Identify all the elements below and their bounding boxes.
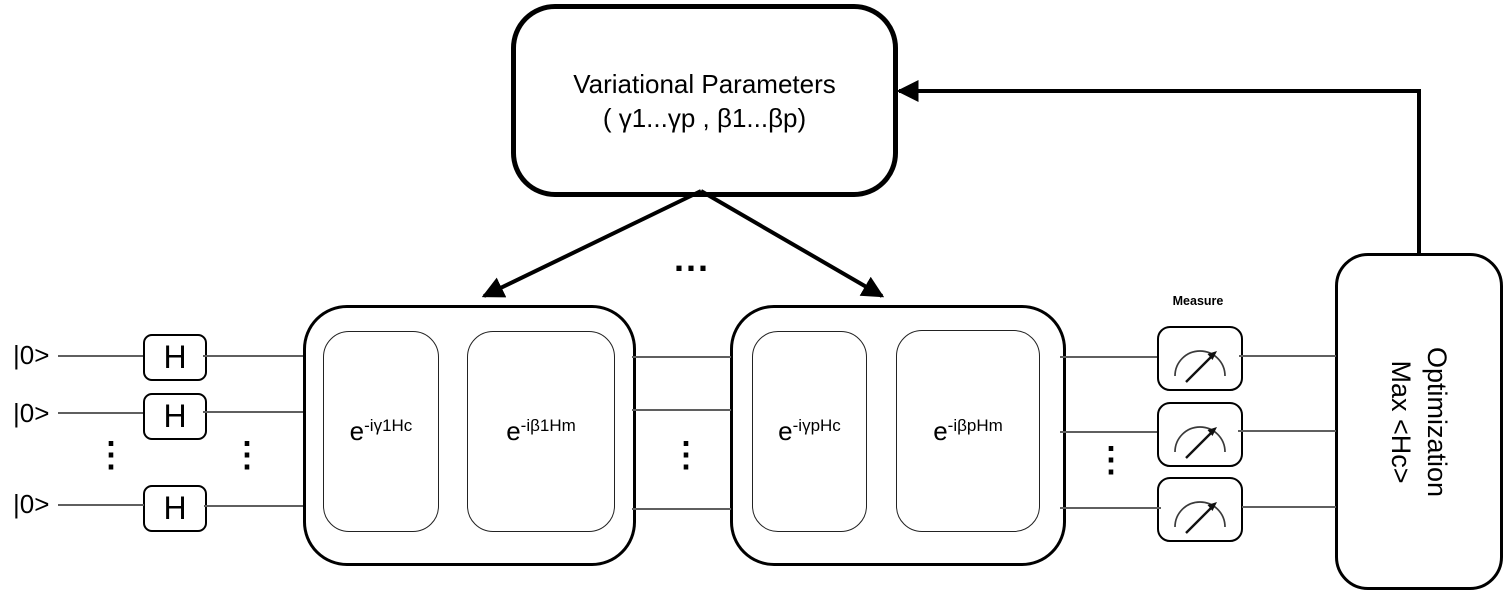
variational-parameters-box: Variational Parameters ( γ1...γp , β1...… [511,4,898,197]
feedback-arrow [896,80,1421,254]
gate-exponent: -iγpHc [792,416,841,435]
gate-exponent: -iβ1Hm [520,416,576,435]
hadamard-label: H [163,339,187,375]
mixer-unitary-label: e-iβpHm [933,416,1003,447]
hadamard-label: H [163,490,187,526]
mixer-unitary-label: e-iβ1Hm [506,416,576,447]
variational-parameters-title: Variational Parameters [573,68,836,99]
param-arrow-right [699,189,885,298]
ellipsis-vertical-icon: ⋮ [94,436,128,474]
gauge-icon [1173,500,1226,534]
qubit-label: |0> [13,489,50,519]
qubit-wires [58,355,1336,510]
variational-parameters-values: ( γ1...γp , β1...βp) [602,102,807,133]
cost-unitary-label: e-iγpHc [778,416,841,447]
gate-exponent: -iβpHm [947,415,1003,435]
gauge-icon [1173,349,1226,383]
gate-base: e [506,416,521,446]
measure-gate [1157,326,1243,391]
gate-base: e [778,416,793,446]
optimization-box: Optimization Max <Hc> [1335,253,1503,590]
mixer-unitary-gate-p: e-iβpHm [896,330,1040,532]
gate-base: e [349,416,365,446]
hadamard-label: H [163,398,187,434]
cost-unitary-label: e-iγ1Hc [350,416,413,447]
mixer-unitary-gate-1: e-iβ1Hm [467,331,615,532]
measure-label: Measure [1172,294,1224,308]
measure-gate [1157,402,1243,467]
qubit-label: |0> [13,398,50,428]
hadamard-gate: H [143,485,207,532]
gauge-icon [1173,425,1226,459]
hadamard-gate: H [143,393,207,440]
measure-gate [1157,477,1243,542]
optimization-label: Optimization Max <Hc> [1383,346,1455,496]
gate-exponent: -iγ1Hc [364,416,413,435]
cost-unitary-gate-p: e-iγpHc [752,331,867,532]
gate-base: e [933,415,948,446]
optimization-line1: Optimization [1422,346,1452,497]
ellipsis-vertical-icon: ⋮ [669,436,703,474]
ellipsis-vertical-icon: ⋮ [230,436,264,474]
qubit-label: |0> [13,340,50,370]
optimization-line2: Max <Hc> [1386,359,1416,484]
cost-unitary-gate-1: e-iγ1Hc [323,331,439,532]
ellipsis-vertical-icon: ⋮ [1094,441,1128,479]
ellipsis-horizontal-icon: ... [673,238,710,279]
hadamard-gate: H [143,334,207,381]
